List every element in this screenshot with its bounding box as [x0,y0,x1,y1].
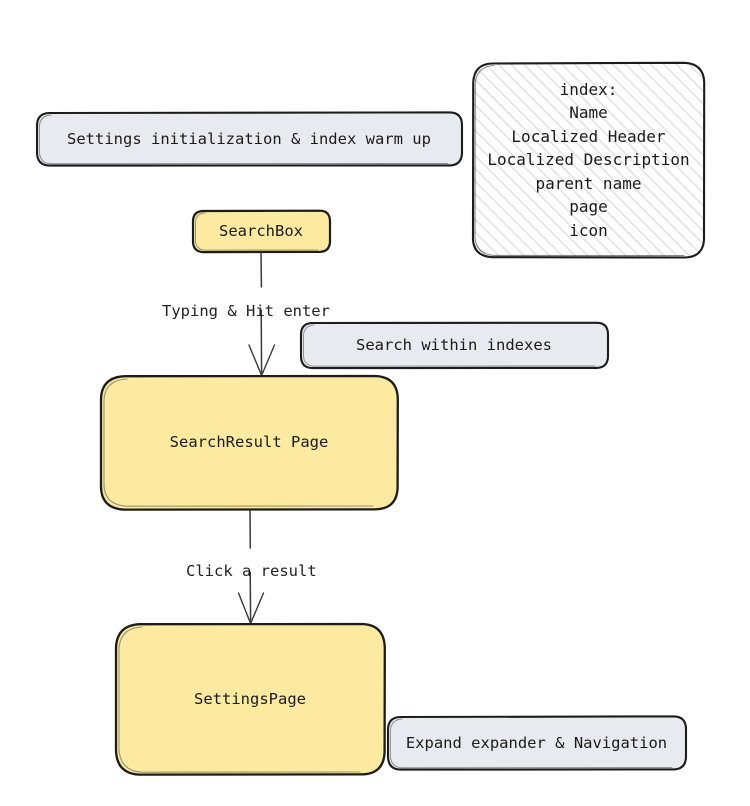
node-search-note-label: Search within indexes [356,335,552,354]
node-searchresult-label[interactable]: SearchResult Page [169,433,329,452]
node-init-note-label: Settings initialization & index warm up [67,129,431,148]
node-searchbox-label[interactable]: SearchBox [219,221,303,240]
node-index-note-label: index: Name Localized Header Localized D… [487,79,690,240]
node-expand-note-label: Expand expander & Navigation [405,733,668,752]
edge-click-label: Click a result [186,562,317,580]
node-settingspage-label[interactable]: SettingsPage [194,689,306,708]
edge-typing-label: Typing & Hit enter [162,302,330,320]
